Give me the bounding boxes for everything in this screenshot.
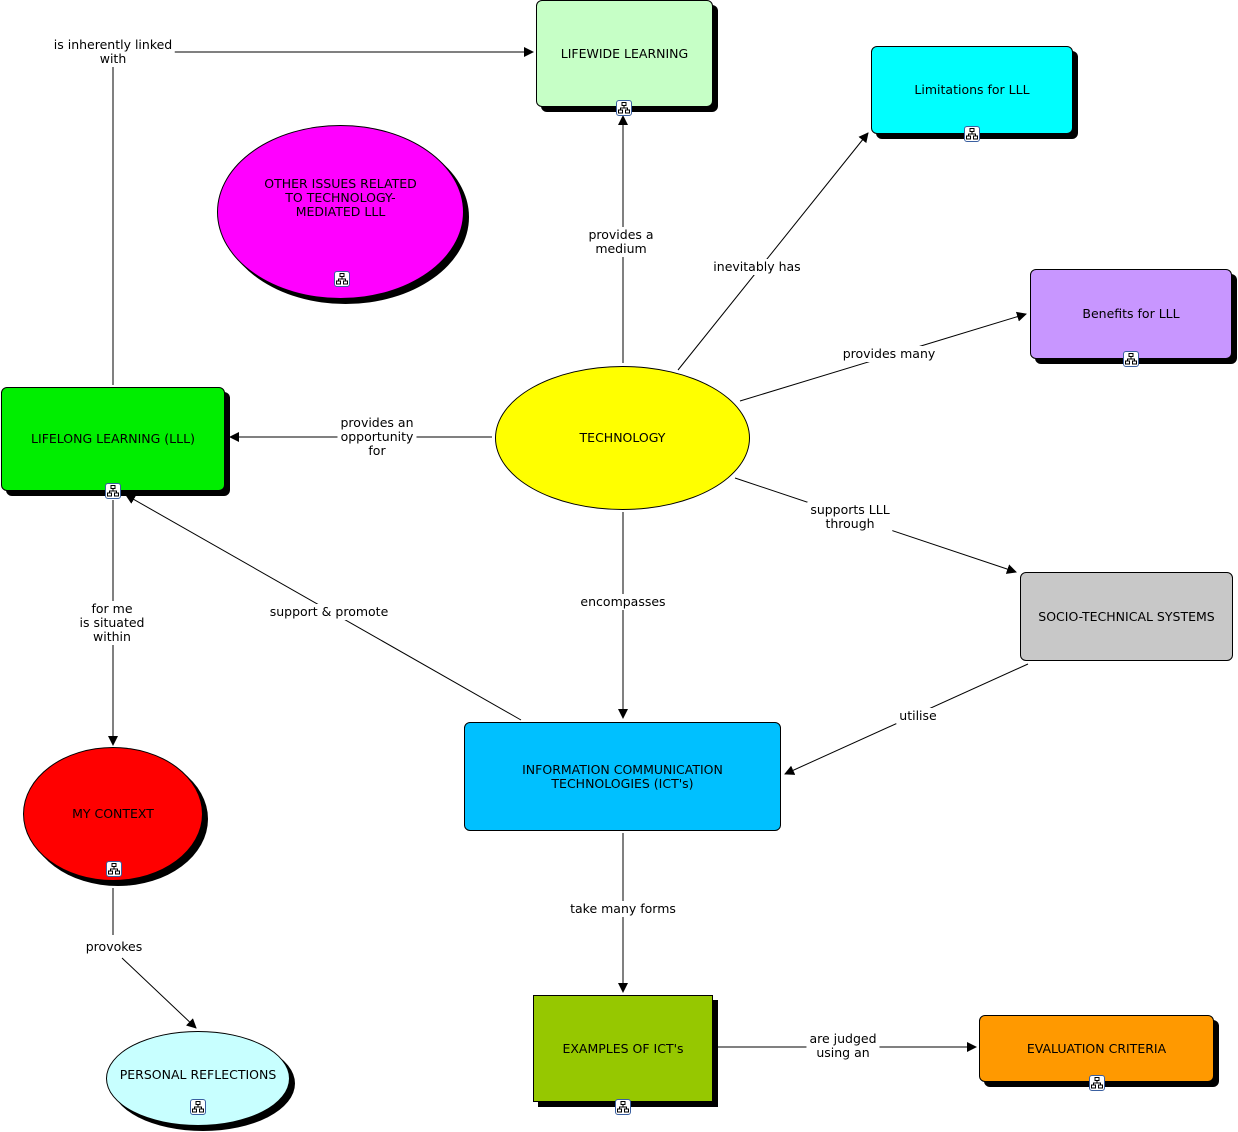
node-technology[interactable]: TECHNOLOGY	[495, 366, 750, 510]
label-linked-with: is inherently linked with	[50, 37, 176, 67]
node-context-label: MY CONTEXT	[72, 806, 154, 821]
node-reflections-label: PERSONAL REFLECTIONS	[119, 1066, 277, 1082]
label-supports: supports LLL through	[807, 502, 893, 532]
node-limitations-label: Limitations for LLL	[914, 82, 1030, 97]
node-lifewide-label: LIFEWIDE LEARNING	[560, 45, 689, 61]
node-evaluation-criteria[interactable]: EVALUATION CRITERIA	[979, 1015, 1214, 1082]
label-utilise: utilise	[896, 708, 940, 724]
label-medium: provides a medium	[585, 227, 657, 257]
concept-map-submap-icon[interactable]	[1123, 351, 1139, 367]
concept-map-submap-icon[interactable]	[334, 271, 350, 287]
concept-map-submap-icon[interactable]	[106, 861, 122, 877]
node-lifewide-learning[interactable]: LIFEWIDE LEARNING	[536, 0, 713, 107]
link-tech-limitations	[677, 132, 869, 371]
node-other-issues[interactable]: OTHER ISSUES RELATED TO TECHNOLOGY-MEDIA…	[217, 125, 464, 299]
node-benefits[interactable]: Benefits for LLL	[1030, 269, 1232, 359]
concept-map-submap-icon[interactable]	[616, 100, 632, 116]
label-inevitably: inevitably has	[710, 259, 804, 275]
node-examples-label: EXAMPLES OF ICT's	[562, 1040, 684, 1056]
node-socio-technical[interactable]: SOCIO-TECHNICAL SYSTEMS	[1020, 572, 1233, 661]
link-context-reflections	[112, 888, 196, 1028]
concept-map-submap-icon[interactable]	[1089, 1075, 1105, 1091]
node-lifelong-label: LIFELONG LEARNING (LLL)	[31, 431, 195, 446]
node-ict-label: INFORMATION COMMUNICATION TECHNOLOGIES (…	[522, 761, 723, 791]
node-other-issues-label: OTHER ISSUES RELATED TO TECHNOLOGY-MEDIA…	[264, 176, 417, 219]
node-lifelong-learning[interactable]: LIFELONG LEARNING (LLL)	[1, 387, 225, 491]
node-technology-label: TECHNOLOGY	[579, 430, 666, 445]
concept-map-submap-icon[interactable]	[190, 1099, 206, 1115]
label-encompasses: encompasses	[577, 594, 669, 610]
concept-map-submap-icon[interactable]	[964, 126, 980, 142]
link-lll-lifewide	[112, 52, 533, 385]
label-take-forms: take many forms	[567, 901, 679, 917]
node-evaluation-label: EVALUATION CRITERIA	[1026, 1040, 1167, 1056]
node-benefits-label: Benefits for LLL	[1082, 306, 1180, 321]
label-opportunity: provides an opportunity for	[337, 415, 417, 459]
concept-map-submap-icon[interactable]	[105, 483, 121, 499]
label-provokes: provokes	[82, 939, 146, 955]
label-provides-many: provides many	[839, 346, 939, 362]
node-limitations[interactable]: Limitations for LLL	[871, 46, 1073, 134]
node-my-context[interactable]: MY CONTEXT	[23, 747, 203, 881]
node-ict[interactable]: INFORMATION COMMUNICATION TECHNOLOGIES (…	[464, 722, 781, 831]
label-judged: are judged using an	[806, 1031, 880, 1061]
label-situated: for me is situated within	[76, 601, 148, 645]
node-examples-of-icts[interactable]: EXAMPLES OF ICT's	[533, 995, 713, 1102]
node-sociotech-label: SOCIO-TECHNICAL SYSTEMS	[1038, 608, 1215, 624]
label-support-promote: support & promote	[266, 604, 392, 620]
concept-map-submap-icon[interactable]	[615, 1099, 631, 1115]
